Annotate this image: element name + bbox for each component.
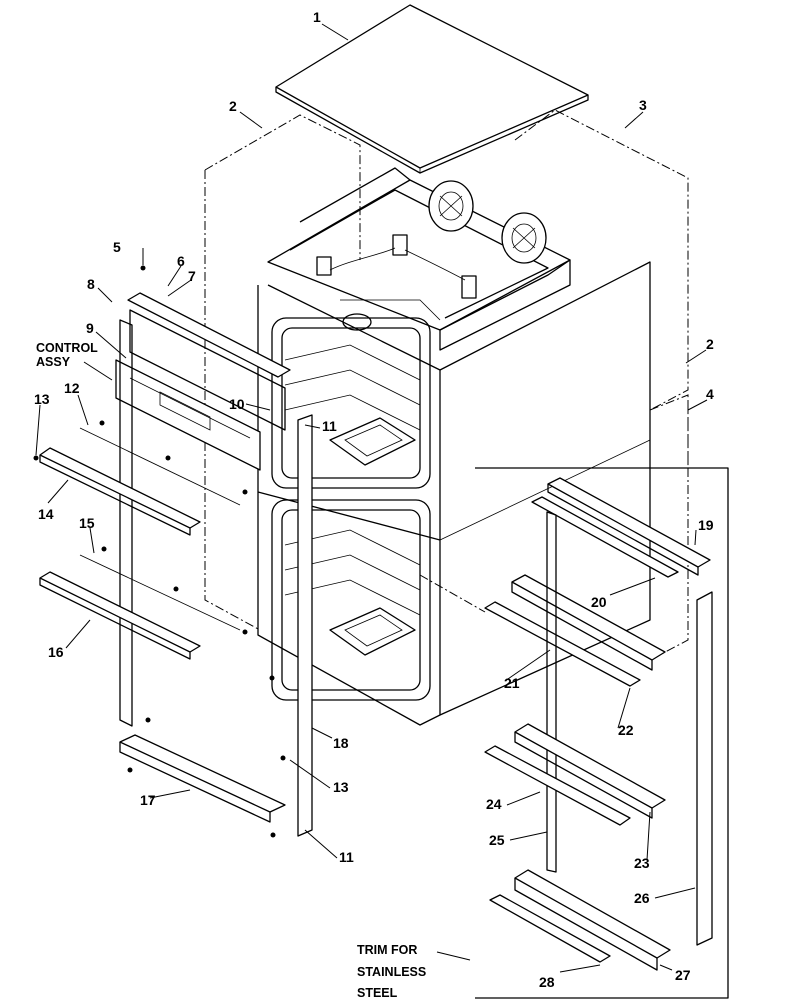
part-right-side-panel xyxy=(514,109,689,661)
stainless-trim-inset xyxy=(419,467,729,999)
part-bracket-14 xyxy=(39,427,241,536)
fan-left xyxy=(428,180,474,232)
part-top-trim-6 xyxy=(127,292,291,378)
callout-11: 11 xyxy=(339,849,354,865)
callout-11: 11 xyxy=(322,418,337,434)
callout-19: 19 xyxy=(698,517,714,533)
part-panel-7 xyxy=(129,309,286,431)
callout-27: 27 xyxy=(675,967,691,983)
callout-4: 4 xyxy=(706,386,714,402)
callout-12: 12 xyxy=(64,380,80,396)
part-left-side-panel xyxy=(204,114,361,631)
control-assembly xyxy=(115,359,261,471)
fan-right xyxy=(501,212,547,264)
callout-2: 2 xyxy=(229,98,237,114)
callout-10: 10 xyxy=(229,396,245,412)
callout-28: 28 xyxy=(539,974,555,990)
callout-17: 17 xyxy=(140,792,156,808)
part-bottom-trim-17 xyxy=(119,734,286,823)
screws xyxy=(33,265,286,838)
callout-20: 20 xyxy=(591,594,607,610)
part-left-vertical-trim xyxy=(119,319,133,727)
callout-21: 21 xyxy=(504,675,520,691)
oven-body xyxy=(257,261,651,726)
trim-note-line2: STAINLESS xyxy=(357,965,426,979)
part-right-lower-panel xyxy=(649,394,689,470)
callout-9: 9 xyxy=(86,320,94,336)
callout-24: 24 xyxy=(486,796,502,812)
callout-13: 13 xyxy=(34,391,50,407)
callout-22: 22 xyxy=(618,722,634,738)
callout-23: 23 xyxy=(634,855,650,871)
callout-2: 2 xyxy=(706,336,714,352)
control-assy-label-line2: ASSY xyxy=(36,355,71,369)
trim-note-line1: TRIM FOR xyxy=(357,943,417,957)
callout-7: 7 xyxy=(188,268,196,284)
callout-5: 5 xyxy=(113,239,121,255)
leader-lines xyxy=(35,23,708,973)
callout-25: 25 xyxy=(489,832,505,848)
callout-26: 26 xyxy=(634,890,650,906)
oven-upper-compartment xyxy=(267,167,571,351)
callout-16: 16 xyxy=(48,644,64,660)
callout-13: 13 xyxy=(333,779,349,795)
callout-1: 1 xyxy=(313,9,321,25)
part-vertical-trim-18 xyxy=(297,414,313,837)
callout-18: 18 xyxy=(333,735,349,751)
callout-14: 14 xyxy=(38,506,54,522)
callout-6: 6 xyxy=(177,253,185,269)
trim-note-line3: STEEL xyxy=(357,986,398,1000)
callout-8: 8 xyxy=(87,276,95,292)
control-assy-label-line1: CONTROL xyxy=(36,341,98,355)
callout-15: 15 xyxy=(79,515,95,531)
part-bracket-16 xyxy=(39,554,241,660)
callout-3: 3 xyxy=(639,97,647,113)
callout-labels: 1 2 3 2 4 5 6 7 8 9 10 11 11 12 13 13 14… xyxy=(34,9,714,1000)
part-top-panel xyxy=(275,4,589,174)
